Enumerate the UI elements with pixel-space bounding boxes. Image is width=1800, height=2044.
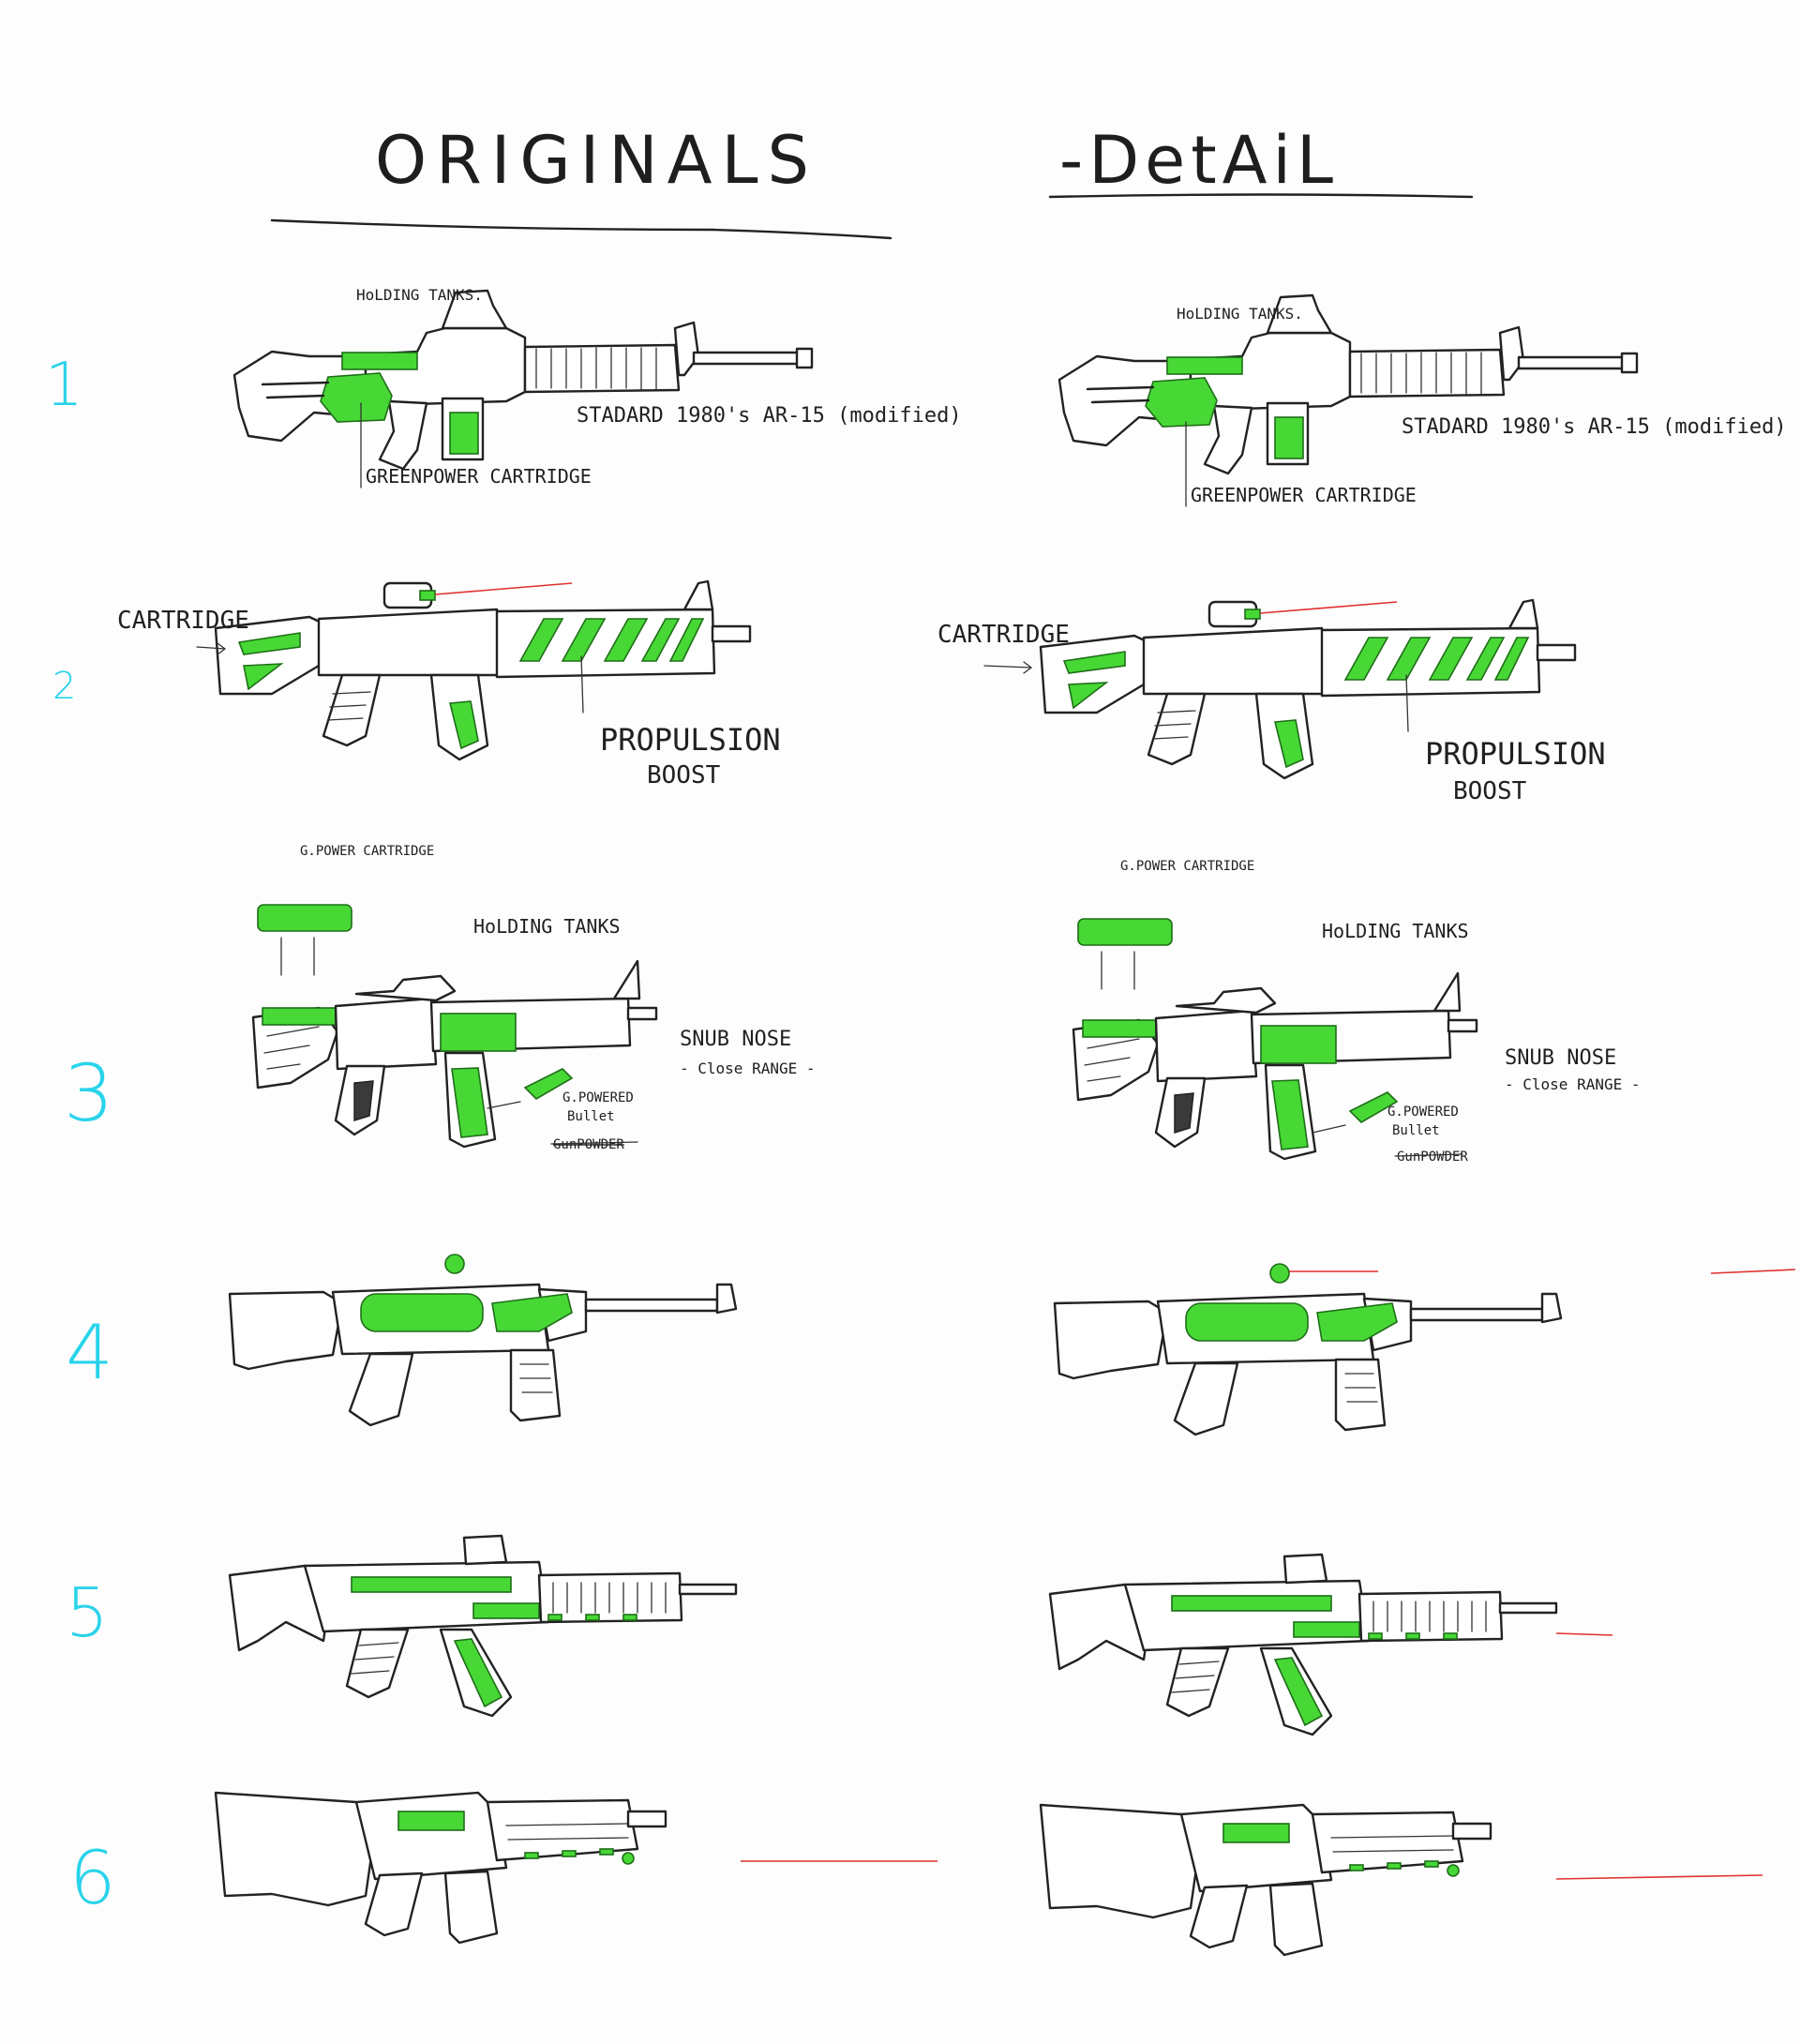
rifle-1-original — [232, 289, 814, 471]
rifle-4-original — [228, 1253, 738, 1427]
row5-detail-laser — [1555, 1632, 1613, 1636]
row2-boost-original: BOOST — [647, 761, 721, 789]
header-detail-label: -DetAiL — [1059, 122, 1339, 199]
row-number-3: 3 — [64, 1047, 113, 1139]
row1-greenpower-detail: GREENPOWER CARTRIDGE — [1191, 484, 1417, 506]
row2-propulsion-detail: PROPULSION — [1425, 736, 1606, 772]
row1-greenpower-original: GREENPOWER CARTRIDGE — [366, 465, 592, 488]
row-number-5: 5 — [66, 1573, 109, 1652]
row-3: G.POWER CARTRIDGE G.POWER CARTRIDGE HoLD… — [251, 844, 1641, 1165]
row-numbers: 1 2 3 4 5 6 — [45, 351, 116, 1921]
row-1: HoLDING TANKS. HoLDING TANKS. STADARD 19… — [232, 286, 1787, 507]
row2-propulsion-original: PROPULSION — [600, 722, 781, 758]
row6-detail-laser — [1555, 1874, 1763, 1880]
row3-gunpowder-original: GunPOWDER — [553, 1137, 624, 1152]
row-2: CARTRIDGE CARTRIDGE PROPULSION BOOST PRO… — [117, 579, 1606, 805]
g-powered-bullet-original-icon — [523, 1068, 574, 1101]
row-number-2: 2 — [52, 665, 76, 708]
row3-gpowered-original: G.POWERED — [562, 1090, 634, 1105]
header-originals: ORIGINALS — [270, 122, 892, 240]
rifle-6-original — [214, 1791, 668, 1945]
header-detail: -DetAiL — [1048, 122, 1474, 199]
row3-close-range-detail: - Close RANGE - — [1505, 1075, 1641, 1093]
row3-gunpowder-detail: GunPOWDER — [1397, 1150, 1468, 1165]
rifle-4-detail — [1053, 1262, 1563, 1436]
row3-bullet-original: Bullet — [567, 1109, 615, 1124]
row3-snub-nose-original: SNUB NOSE — [680, 1028, 791, 1051]
row3-gpower-detail: G.POWER CARTRIDGE — [1120, 859, 1254, 874]
row-5 — [228, 1534, 1613, 1736]
rifle-5-detail — [1048, 1553, 1558, 1736]
row3-bullet-detail: Bullet — [1392, 1123, 1440, 1138]
row3-gpowered-detail: G.POWERED — [1388, 1105, 1459, 1120]
rifle-5-original — [228, 1534, 738, 1718]
row-4 — [228, 1253, 1796, 1436]
row3-holding-tanks-detail: HoLDING TANKS — [1322, 920, 1469, 942]
row1-holding-tanks-original: HoLDING TANKS. — [356, 286, 483, 304]
row-6 — [214, 1791, 1763, 1957]
row1-standard-detail: STADARD 1980's AR-15 (modified) — [1402, 415, 1787, 439]
header-originals-label: ORIGINALS — [375, 122, 818, 199]
row3-gpower-original: G.POWER CARTRIDGE — [300, 844, 434, 859]
row4-detail-muzzle-laser — [1710, 1269, 1796, 1274]
row3-snub-nose-detail: SNUB NOSE — [1505, 1046, 1616, 1070]
row3-holding-tanks-original: HoLDING TANKS — [473, 915, 621, 938]
row-number-6: 6 — [69, 1837, 116, 1921]
row2-boost-detail: BOOST — [1453, 777, 1527, 805]
row-number-1: 1 — [45, 351, 83, 420]
row1-standard-original: STADARD 1980's AR-15 (modified) — [577, 404, 962, 428]
row1-holding-tanks-detail: HoLDING TANKS. — [1177, 305, 1303, 323]
g-power-cartridge-detail-icon — [1077, 918, 1173, 946]
rifle-6-detail — [1039, 1803, 1492, 1957]
row-number-4: 4 — [66, 1309, 113, 1396]
row2-cartridge-detail: CARTRIDGE — [938, 621, 1070, 649]
rifle-1-detail — [1058, 293, 1639, 475]
g-powered-bullet-detail-icon — [1348, 1091, 1399, 1124]
g-power-cartridge-original-icon — [257, 904, 352, 932]
row2-cartridge-original: CARTRIDGE — [117, 607, 249, 635]
row3-close-range-original: - Close RANGE - — [680, 1060, 816, 1077]
